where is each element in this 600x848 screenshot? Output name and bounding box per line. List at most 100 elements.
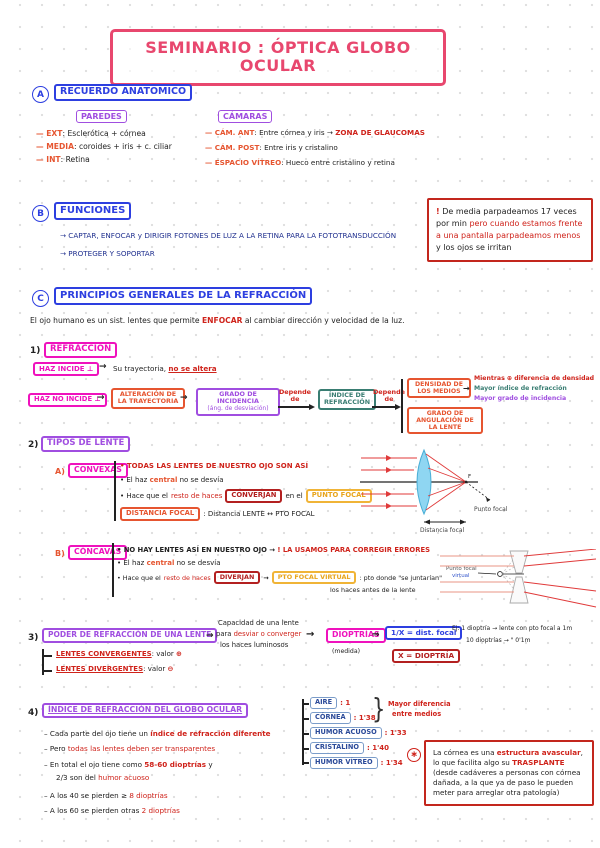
concavas-bullet: • Hace que el resto de haces DIVERJAN → …	[117, 571, 443, 585]
medio-label-box: CRISTALINO	[310, 742, 364, 754]
funciones-item: → PROTEGER Y SOPORTAR	[60, 249, 155, 258]
arrow-icon: →	[206, 631, 214, 641]
medio-label-box: CÓRNEA	[310, 712, 351, 724]
bullet-text: 2/3 son del	[56, 773, 99, 782]
refraccion-heading: REFRACCIÓN	[44, 342, 118, 358]
indices-heading: ÍNDICE DE REFRACCIÓN DEL GLOBO OCULAR	[42, 703, 249, 718]
tipos-heading: TIPOS DE LENTE	[41, 436, 131, 452]
bullet-text: : pto donde "se juntarían"	[359, 573, 443, 582]
distancia-focal-box: DISTANCIA FOCAL	[120, 507, 201, 521]
bullet-red: 2 dioptrías	[141, 806, 180, 815]
arrow-icon: →	[180, 393, 188, 403]
exclamation-mark: !	[436, 207, 440, 216]
depende-label: Depende de	[372, 388, 405, 404]
dioptrias-box: DIOPTRÍAS	[326, 628, 386, 643]
paredes-item: — MEDIA: coroides + iris + c. ciliar	[36, 142, 172, 151]
concave-lens-bottom	[509, 576, 529, 604]
convexas-letter: A)	[55, 467, 65, 476]
parpadeo-note-box: ! De media parpadeamos 17 veces por min …	[427, 198, 593, 262]
parpadeo-text: y los ojos se irritan	[436, 243, 512, 252]
medio-row: HUMOR VÍTREO : 1'34	[310, 757, 403, 769]
concavas-bullet: • NO HAY LENTES ASÍ EN NUESTRO OJO → ! L…	[117, 546, 430, 554]
bullet-text: no se desvía	[174, 559, 221, 567]
section-c-badge: C	[32, 290, 49, 307]
paredes-item-label: — EXT	[36, 129, 63, 138]
bullet-text: en el	[285, 491, 303, 500]
punto-focal-virtual-label: Punto focal	[446, 566, 477, 572]
bullet-text: • Hace que el	[120, 491, 168, 500]
bullet-highlight: central	[149, 476, 178, 484]
convergentes-label: LENTES CONVERGENTES	[56, 650, 152, 658]
convex-lens-diagram: F Punto focal Distancia focal	[360, 448, 508, 534]
brace-glyph: }	[372, 692, 386, 725]
ejemplo-line: Ej: 1 dioptría → lente con pto focal a 1…	[452, 625, 573, 632]
indices-bullet: – A los 40 se pierden ≥ 8 dioptrías	[44, 791, 168, 800]
medio-value: : 1'34	[380, 758, 403, 767]
arrow-icon: →	[99, 362, 107, 372]
arrow-icon: →	[463, 384, 470, 393]
paredes-item-label: — INT	[36, 155, 61, 164]
arrow-line	[278, 404, 315, 409]
cornea-text: La córnea es una	[433, 748, 497, 757]
medio-label-box: AIRE	[310, 697, 338, 709]
bullet-red: todas las lentes deben ser transparentes	[67, 744, 216, 753]
page-title: SEMINARIO : ÓPTICA GLOBO OCULAR	[110, 29, 446, 86]
trayectoria-black: Su trayectoria,	[113, 364, 169, 373]
convexas-bullet: • El haz central no se desvía	[120, 476, 224, 484]
medio-value: : 1'33	[384, 728, 407, 737]
cornea-red: estructura avascular	[496, 748, 581, 757]
medio-value: : 1	[340, 698, 351, 707]
item-3-number: 3)	[28, 633, 39, 643]
camaras-item-label: — CÁM. POST	[205, 143, 260, 152]
bullet-text: – A los 40 se pierden ≥	[44, 791, 130, 800]
section-c-heading: PRINCIPIOS GENERALES DE LA REFRACCIÓN	[54, 287, 313, 305]
convergentes-item: LENTES CONVERGENTES: valor ⊕	[56, 650, 182, 658]
bracket-tick	[302, 748, 309, 750]
camaras-item-note: ZONA DE GLAUCOMAS	[335, 128, 425, 137]
trayectoria-text: Su trayectoria, no se altera	[113, 364, 217, 373]
cornea-text: , lo que facilita algo su	[433, 748, 583, 768]
section-b-heading: FUNCIONES	[54, 202, 132, 220]
item-1-number: 1)	[30, 346, 41, 356]
plus-circle-icon: ⊕	[176, 650, 182, 658]
convexas-bullet: • TODAS LAS LENTES DE NUESTRO OJO SON AS…	[120, 462, 309, 470]
bullet-text: – Cada parte del ojo tiene un	[44, 729, 151, 738]
section-a-badge: A	[32, 86, 49, 103]
concave-lens-top	[509, 550, 529, 574]
concavas-divider-line	[112, 543, 114, 597]
camaras-item: — CÁM. ANT: Entre córnea y iris → ZONA D…	[205, 128, 425, 137]
camaras-heading: CÁMARAS	[218, 110, 273, 124]
cornea-text: (desde cadáveres a personas con córnea d…	[433, 768, 581, 798]
item-2-number: 2)	[28, 440, 39, 450]
camaras-item-label: — CÁM. ANT	[205, 128, 255, 137]
nota-densidad: Mientras ⊕ diferencia de densidad	[474, 375, 595, 382]
concavas-letter: B)	[55, 549, 65, 558]
indice-refraccion-box: ÍNDICE DE REFRACCIÓN	[318, 389, 376, 410]
parpadeo-text-red: pero cuando estamos frente a una pantall…	[436, 219, 583, 240]
poder-heading: PODER DE REFRACCIÓN DE UNA LENTE	[42, 628, 218, 643]
diverjan-box: DIVERJAN	[213, 571, 261, 585]
indices-bullet: – En total el ojo tiene como 58-60 diopt…	[44, 760, 213, 769]
medida-label: (medida)	[332, 648, 361, 655]
camaras-item-text: : Entre córnea y iris →	[254, 128, 333, 137]
convergentes-value: : valor	[151, 650, 177, 658]
paredes-heading: PAREDES	[76, 110, 127, 124]
branch-line	[42, 649, 44, 675]
bracket-tick	[302, 762, 309, 764]
bullet-red: ! LA USAMOS PARA CORREGIR ERRORES	[277, 546, 430, 554]
bullet-highlight: central	[146, 559, 175, 567]
camaras-item-label: — ESPACIO VÍTREO	[205, 158, 282, 167]
paredes-item-text: : coroides + iris + c. ciliar	[74, 142, 172, 151]
section-a-heading: RECUERDO ANATÓMICO	[54, 84, 193, 101]
concave-lens-diagram: Punto focal virtual	[440, 549, 597, 608]
camaras-item: — CÁM. POST: Entre iris y cristalino	[205, 143, 338, 152]
poder-desc: Capacidad de una lente	[218, 619, 299, 627]
bracket-tick	[302, 733, 309, 735]
convexas-bullet: DISTANCIA FOCAL : Distancia LENTE ↔ PTO …	[120, 507, 315, 521]
paredes-item-text: : Esclerótica + córnea	[62, 129, 146, 138]
medio-label-box: HUMOR VÍTREO	[310, 757, 378, 769]
grado-incidencia-box: GRADO DE INCIDENCIA (áng. de desviación)	[196, 388, 280, 416]
pto-focal-virtual-box: PTO FOCAL VIRTUAL	[271, 571, 357, 585]
branch-tick	[42, 655, 52, 657]
